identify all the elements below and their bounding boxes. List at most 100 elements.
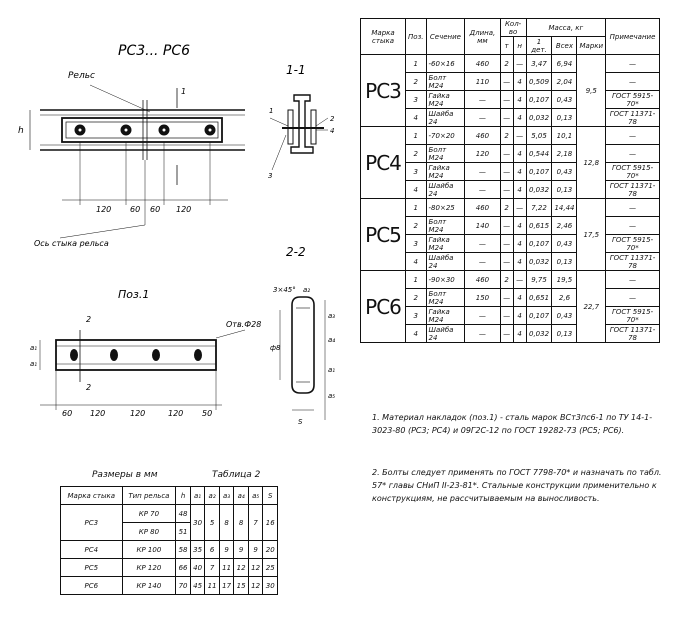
spec-cell: —: [464, 162, 501, 181]
dims-header-cell: Тип рельса: [121, 486, 177, 505]
spec-cell: 4: [512, 90, 527, 109]
spec-cell: 0,13: [551, 252, 578, 271]
axis-label: Ось стыка рельса: [34, 239, 109, 248]
spec-cell: 2: [405, 216, 427, 235]
spec-cell: —: [605, 54, 660, 73]
dims-cell: 20: [262, 540, 278, 559]
note-2: 2. Болты следует применять по ГОСТ 7798-…: [372, 468, 662, 503]
spec-cell: -60×16: [425, 54, 466, 73]
spec-cell: —: [464, 108, 501, 127]
spec-cell: Болт М24: [425, 72, 466, 91]
dims-cell: 35: [189, 540, 206, 559]
spec-cell: 0,13: [551, 324, 578, 343]
spec-cell: —: [605, 216, 660, 235]
spec-cell: —: [464, 252, 501, 271]
dims-cell: 66: [175, 558, 191, 577]
spec-cell: 1: [405, 270, 427, 289]
spec-cell: 0,615: [525, 216, 553, 235]
th-pos: Поз.: [405, 18, 427, 55]
spec-cell: 2: [499, 126, 514, 145]
spec-cell: —: [464, 90, 501, 109]
th-length: Длина, мм: [464, 18, 501, 55]
dims-cell: 6: [204, 540, 220, 559]
spec-table: Марка стыка Поз. Сечение Длина, мм Кол-в…: [359, 18, 660, 343]
dims-cell: 12: [233, 558, 249, 577]
spec-cell: —: [605, 198, 660, 217]
callout-1: 1: [269, 107, 273, 115]
dims-header-cell: a₄: [233, 486, 249, 505]
spec-cell: —: [512, 126, 527, 145]
spec-cell: Гайка М24: [425, 162, 466, 181]
dims-header-cell: a₅: [247, 486, 264, 505]
spec-cell: 460: [464, 270, 501, 289]
dims-cell: 30: [262, 576, 278, 595]
dims-cell: РС4: [60, 540, 123, 559]
spec-cell: —: [499, 234, 514, 253]
callout-2: 2: [330, 115, 335, 123]
spec-cell: 5,05: [525, 126, 553, 145]
spec-cell: 22,7: [576, 270, 607, 343]
spec-cell: 2,6: [551, 288, 578, 307]
dims-cell: 12: [247, 576, 264, 595]
pos-dim-50: 50: [202, 409, 212, 418]
spec-cell: —: [499, 306, 514, 325]
spec-cell: 4: [512, 306, 527, 325]
th-all: Всех: [551, 36, 578, 55]
spec-cell: 2,18: [551, 144, 578, 163]
dim-60-right: 60: [150, 205, 160, 214]
dims-cell: 45: [189, 576, 206, 595]
spec-cell: 4: [512, 162, 527, 181]
spec-cell: 4: [512, 216, 527, 235]
spec-cell: Гайка М24: [425, 306, 466, 325]
spec-cell: —: [499, 180, 514, 199]
th-t: т: [499, 36, 514, 55]
dims-cell: 70: [175, 576, 191, 595]
th-note: Примечание: [605, 18, 660, 55]
spec-cell: 140: [464, 216, 501, 235]
spec-cell: 2: [405, 144, 427, 163]
spec-cell: 0,509: [525, 72, 553, 91]
dims-table-label: Таблица 2: [212, 470, 261, 480]
dims-cell: КР 140: [121, 576, 177, 595]
chamfer-label: 3×45°: [273, 286, 296, 294]
pos-dim-120b: 120: [130, 409, 145, 418]
dims-cell: 7: [247, 504, 264, 541]
dims-cell: 9: [218, 540, 235, 559]
pos-dim-120a: 120: [90, 409, 105, 418]
s22-a2: a₂: [303, 286, 310, 294]
spec-cell: РС6: [359, 270, 407, 343]
spec-cell: Гайка М24: [425, 90, 466, 109]
dims-cell: 7: [204, 558, 220, 577]
th-mark: Марка стыка: [359, 18, 407, 55]
spec-cell: 150: [464, 288, 501, 307]
dims-header-cell: a₃: [218, 486, 235, 505]
spec-cell: —: [512, 270, 527, 289]
dims-header-cell: Марка стыка: [60, 486, 123, 505]
spec-cell: 2: [499, 198, 514, 217]
spec-cell: ГОСТ 11371-78: [605, 108, 660, 127]
th-mass: Масса, кг: [525, 18, 607, 37]
spec-cell: —: [499, 252, 514, 271]
spec-cell: —: [499, 324, 514, 343]
th-section: Сечение: [425, 18, 466, 55]
dims-cell: 12: [247, 558, 264, 577]
spec-cell: 4: [512, 324, 527, 343]
spec-cell: 0,13: [551, 180, 578, 199]
spec-cell: 4: [512, 252, 527, 271]
spec-cell: 0,544: [525, 144, 553, 163]
dims-cell: 9: [247, 540, 264, 559]
spec-cell: 3,47: [525, 54, 553, 73]
dims-header-cell: S: [262, 486, 278, 505]
s22-a5: a₅: [328, 392, 335, 400]
dims-cell: 51: [175, 522, 191, 541]
th-qty: Кол-во: [499, 18, 527, 37]
spec-subheader-row: т н 1 дет. Всех Марки: [361, 36, 660, 55]
